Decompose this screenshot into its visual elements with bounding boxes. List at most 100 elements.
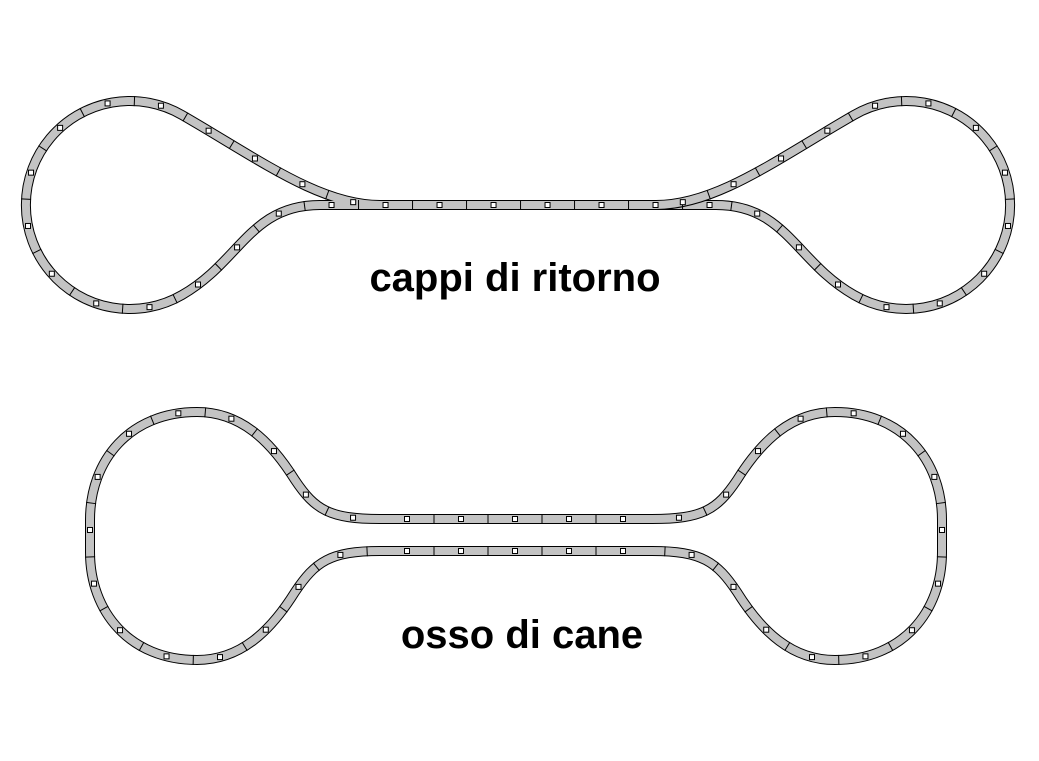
track-joint [79, 107, 85, 118]
track-joint [1004, 198, 1015, 200]
track-joint [801, 140, 808, 150]
track-marker [862, 653, 869, 660]
track-joint [773, 428, 781, 437]
track-marker [175, 410, 182, 417]
track-joint [86, 501, 97, 505]
track-marker [679, 199, 686, 206]
track-marker [778, 155, 785, 162]
track-marker [544, 202, 551, 208]
track-marker [157, 102, 164, 109]
track-marker [939, 526, 945, 533]
track-marker [94, 473, 101, 480]
track-joint [923, 605, 933, 612]
track-marker [404, 548, 410, 554]
track-joint [730, 200, 733, 212]
track-marker [972, 124, 979, 131]
track-joint [935, 501, 946, 505]
dog-bone-track-0 [85, 406, 381, 666]
track-marker [262, 626, 269, 633]
track-joint [149, 415, 155, 426]
track-joint [712, 562, 720, 571]
track-marker [28, 169, 35, 176]
track-joint [303, 200, 306, 212]
track-marker [382, 202, 389, 208]
track-marker [302, 491, 309, 498]
track-marker [104, 100, 111, 107]
track-marker [270, 448, 277, 455]
track-marker [931, 473, 938, 480]
track-marker [194, 281, 201, 288]
track-marker [808, 654, 815, 661]
track-joint [776, 224, 784, 233]
track-joint [251, 428, 259, 437]
track-marker [228, 415, 235, 422]
track-marker [883, 304, 890, 311]
track-marker [730, 583, 737, 590]
track-marker [90, 580, 97, 587]
track-joint [325, 189, 330, 200]
track-joint [228, 140, 235, 150]
track-marker [205, 127, 212, 134]
track-marker [350, 514, 357, 521]
track-marker [872, 102, 879, 109]
track-marker [217, 654, 224, 661]
track-joint [38, 145, 48, 152]
track-joint [737, 469, 747, 476]
track-marker [936, 300, 943, 307]
track-marker [295, 583, 302, 590]
track-joint [32, 248, 42, 255]
track-marker [404, 516, 410, 522]
track-marker [117, 627, 124, 634]
track-marker [706, 202, 713, 208]
track-joint [887, 641, 894, 652]
track-joint [858, 293, 864, 304]
track-marker [328, 202, 335, 208]
track-joint [324, 506, 330, 516]
track-marker [795, 244, 802, 251]
dog-bone-track-3 [651, 406, 947, 666]
track-joint [702, 506, 708, 516]
track-joint [847, 112, 854, 122]
track-joint [121, 303, 124, 314]
track-joint [744, 605, 753, 613]
track-joint [241, 641, 248, 652]
track-joint [252, 224, 260, 233]
track-marker [763, 626, 770, 633]
track-marker [755, 448, 762, 455]
track-marker [981, 270, 988, 277]
track-marker [436, 202, 443, 208]
track-marker [126, 430, 133, 437]
track-joint [960, 287, 968, 296]
dog-bone-label: osso di cane [400, 613, 644, 657]
return-loops-label: cappi di ritorno [369, 256, 661, 300]
track-marker [57, 124, 64, 131]
track-marker [93, 300, 100, 307]
track-joint [285, 469, 295, 476]
track-marker [688, 551, 695, 558]
track-marker [730, 181, 737, 188]
track-joint [917, 449, 926, 457]
track-marker [350, 199, 357, 206]
track-marker [835, 281, 842, 288]
track-joint [106, 449, 115, 457]
track-marker [935, 580, 942, 587]
track-marker [163, 653, 170, 660]
track-marker [566, 548, 572, 554]
track-joint [21, 198, 32, 200]
track-joint [813, 262, 822, 271]
track-marker [490, 202, 497, 208]
track-joint [172, 293, 178, 304]
track-joint [784, 641, 791, 652]
track-joint [99, 605, 109, 612]
track-marker [797, 415, 804, 422]
track-marker [675, 514, 682, 521]
track-joint [68, 287, 76, 296]
track-marker [1004, 222, 1011, 229]
track-joint [182, 112, 189, 122]
track-joint [877, 415, 883, 426]
track-joint [279, 605, 288, 613]
track-marker [48, 270, 55, 277]
track-joint [138, 641, 145, 652]
track-marker [908, 627, 915, 634]
